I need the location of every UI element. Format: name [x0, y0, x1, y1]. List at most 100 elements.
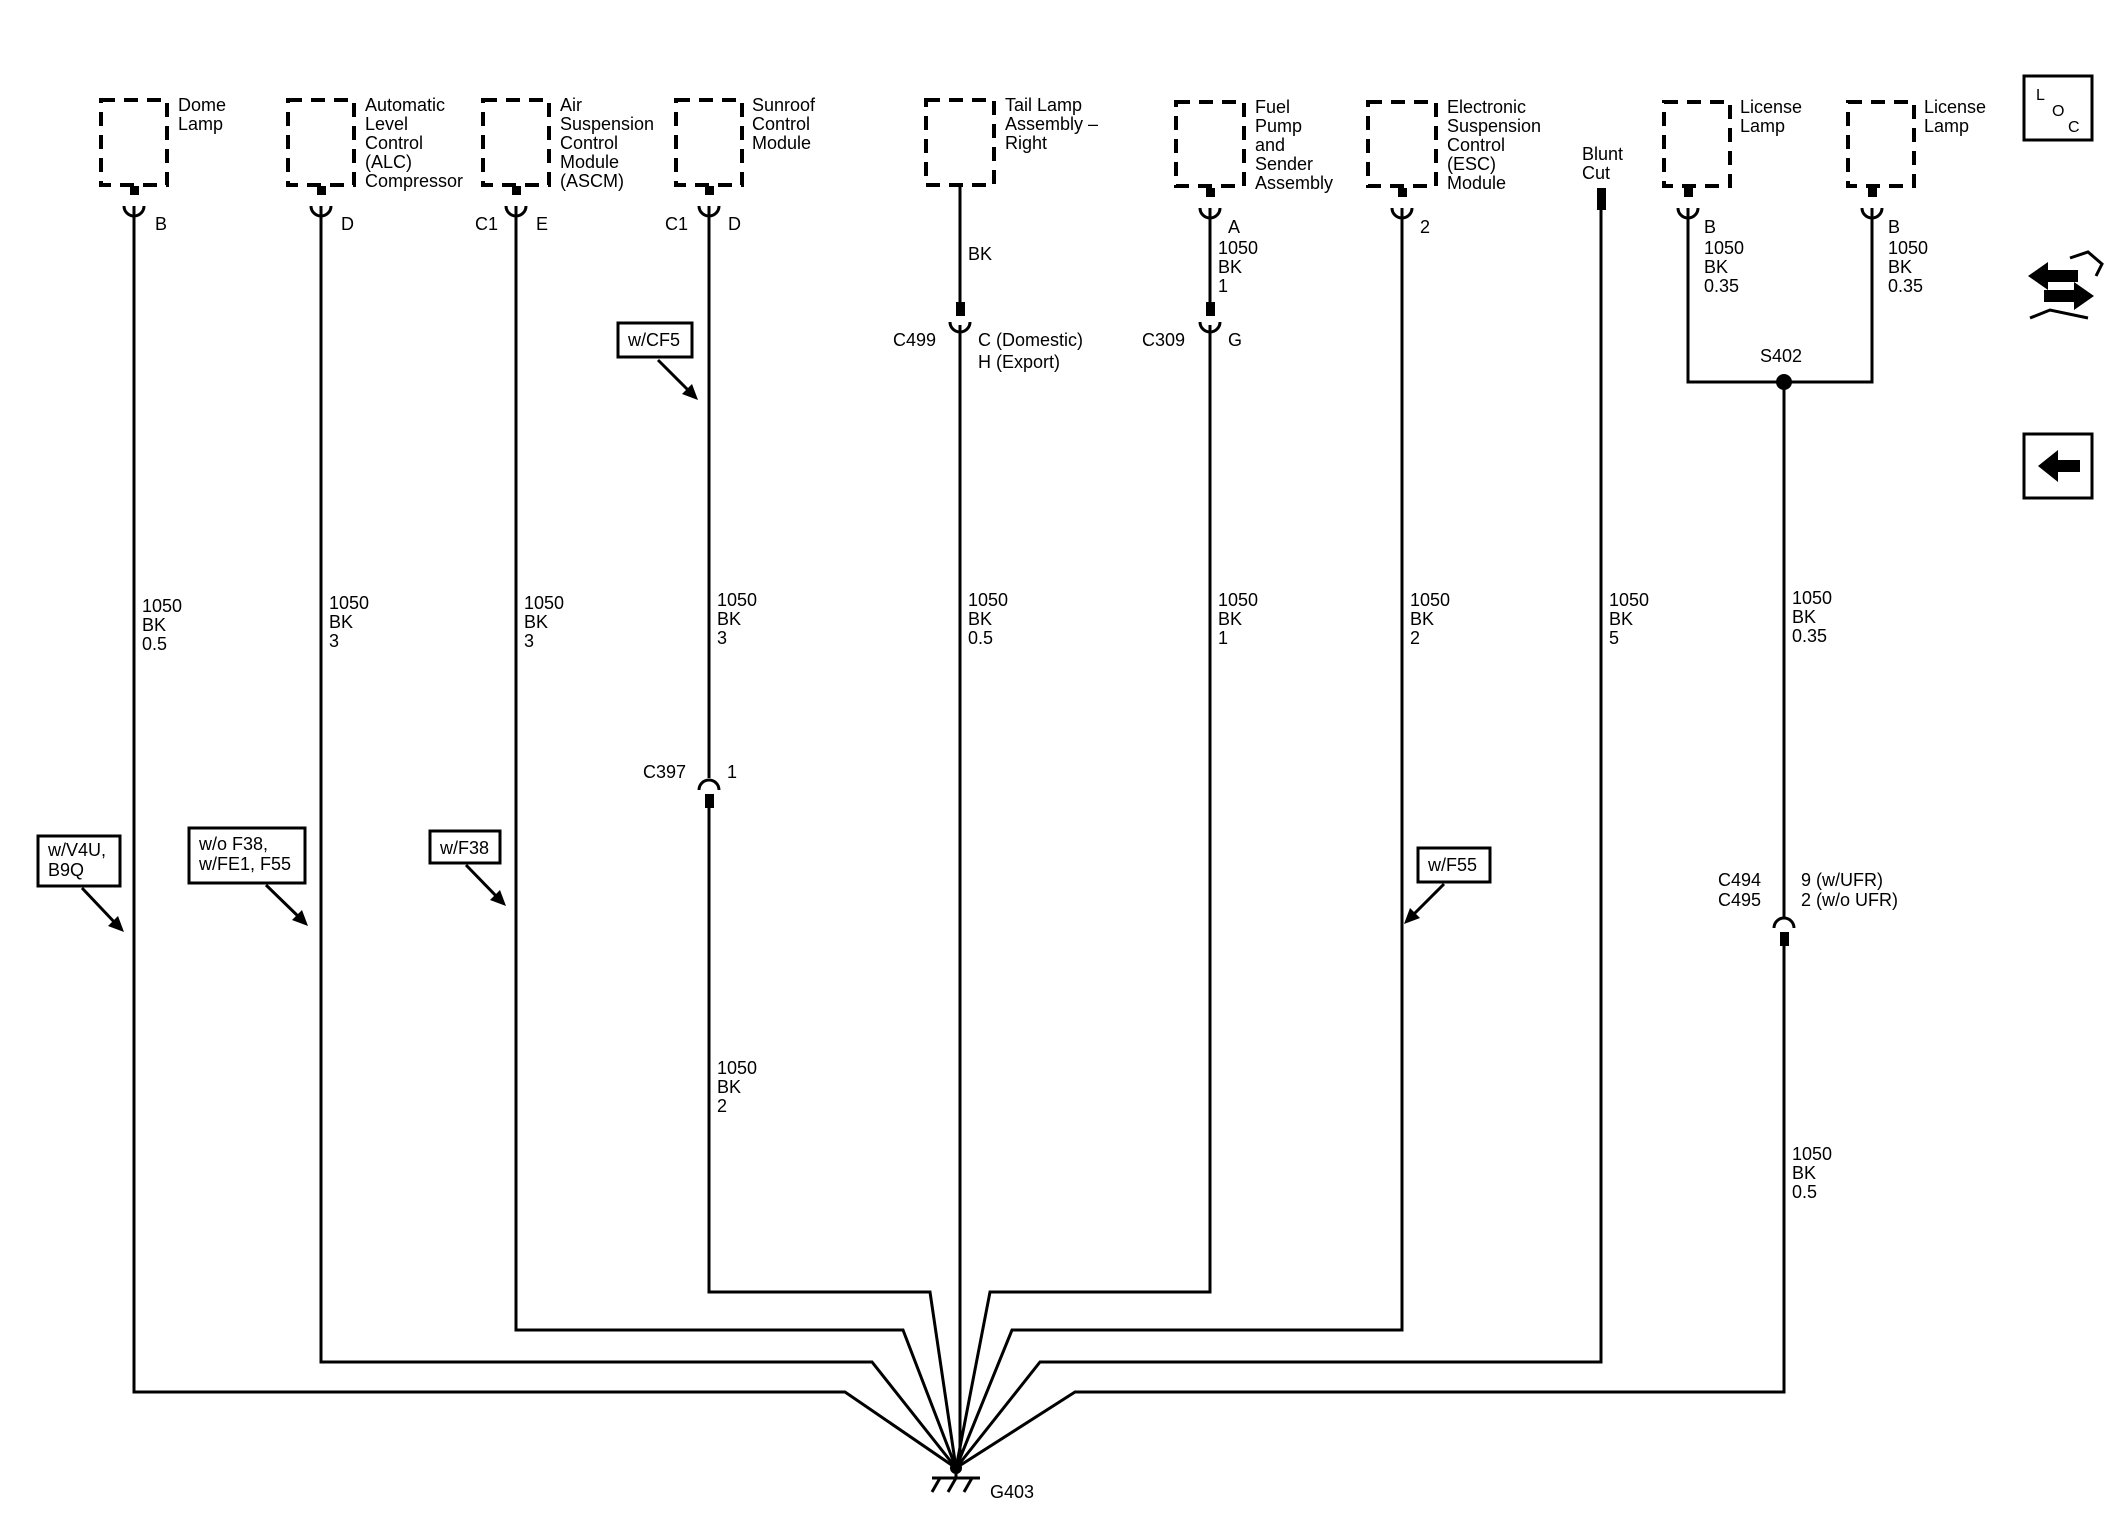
alc-label-1: Automatic: [365, 95, 445, 115]
option-without-f38-line-1: w/o F38,: [198, 834, 268, 854]
c309-pin: G: [1228, 330, 1242, 350]
license-wire-mid-circuit: 1050: [1792, 588, 1832, 608]
esc-label-4: (ESC): [1447, 154, 1496, 174]
sunroof-wire-upper-size: 3: [717, 628, 727, 648]
esc-module-component: Electronic Suspension Control (ESC) Modu…: [1366, 97, 1541, 193]
alc-label-3: Control: [365, 133, 423, 153]
dome-wire-circuit: 1050: [142, 596, 182, 616]
ascm-label-4: Module: [560, 152, 619, 172]
fuel-label-3: and: [1255, 135, 1285, 155]
dome-lamp-label-1: Dome: [178, 95, 226, 115]
fuel-label-4: Sender: [1255, 154, 1313, 174]
fuel-wire-upper-size: 1: [1218, 276, 1228, 296]
pin-esc-2: 2: [1420, 217, 1430, 237]
fuel-label-1: Fuel: [1255, 97, 1290, 117]
esc-label-3: Control: [1447, 135, 1505, 155]
sunroof-label-3: Module: [752, 133, 811, 153]
fuel-wire-upper-color: BK: [1218, 257, 1242, 277]
c495-label: C495: [1718, 890, 1761, 910]
license-wire-mid-color: BK: [1792, 607, 1816, 627]
esc-wire-circuit: 1050: [1410, 590, 1450, 610]
c309-label: C309: [1142, 330, 1185, 350]
esc-label-1: Electronic: [1447, 97, 1526, 117]
option-without-f38-line-2: w/FE1, F55: [198, 854, 291, 874]
esc-wire: [954, 208, 1404, 1469]
pin-fuel-a: A: [1228, 217, 1240, 237]
tail-lamp-label-3: Right: [1005, 133, 1047, 153]
option-cf5-label: w/CF5: [627, 330, 680, 350]
loc-letter-l: L: [2036, 87, 2045, 104]
c499-pin-domestic: C (Domestic): [978, 330, 1083, 350]
fuel-wire-lower-color: BK: [1218, 609, 1242, 629]
option-f38: w/F38: [428, 829, 506, 906]
alc-wire: [319, 206, 958, 1469]
license-1-wire-size: 0.35: [1704, 276, 1739, 296]
option-cf5: w/CF5: [616, 321, 698, 400]
esc-label-2: Suspension: [1447, 116, 1541, 136]
loc-letter-c: C: [2068, 119, 2080, 136]
c494-label: C494: [1718, 870, 1761, 890]
tail-lamp-wire-upper-color: BK: [968, 244, 992, 264]
c397-label: C397: [643, 762, 686, 782]
fuel-wire-lower-size: 1: [1218, 628, 1228, 648]
c499-connector: C499 C (Domestic) H (Export): [893, 302, 1083, 372]
license-2-wire-size: 0.35: [1888, 276, 1923, 296]
wire-labels: 1050 BK 0.5 1050 BK 3 1050 BK 3 1050 BK …: [142, 238, 1928, 1202]
tail-lamp-wire-lower-size: 0.5: [968, 628, 993, 648]
pin-sunroof-c1: C1: [665, 214, 688, 234]
loc-button[interactable]: L O C: [2022, 74, 2094, 142]
dome-wire: [132, 206, 957, 1470]
alc-label-4: (ALC): [365, 152, 412, 172]
loc-letter-o: O: [2052, 103, 2064, 120]
ascm-wire: [514, 206, 958, 1469]
fuel-label-5: Assembly: [1255, 173, 1333, 193]
blunt-cut-wire: [954, 210, 1603, 1469]
c495-pin: 2 (w/o UFR): [1801, 890, 1898, 910]
sunroof-wire-lower-color: BK: [717, 1077, 741, 1097]
alc-wire-color: BK: [329, 612, 353, 632]
s402-splice: S402: [1760, 346, 1802, 390]
ascm-component: Air Suspension Control Module (ASCM): [481, 95, 654, 191]
sunroof-wire-upper-color: BK: [717, 609, 741, 629]
license-1-wire-color: BK: [1704, 257, 1728, 277]
alc-label-2: Level: [365, 114, 408, 134]
license-lamp-2-component: License Lamp: [1846, 97, 1986, 188]
license-lamp-2-label-2: Lamp: [1924, 116, 1969, 136]
tail-lamp-label-2: Assembly –: [1005, 114, 1098, 134]
option-without-f38: w/o F38, w/FE1, F55: [187, 826, 308, 926]
option-v4u-line-1: w/V4U,: [47, 840, 106, 860]
dome-wire-size: 0.5: [142, 634, 167, 654]
sunroof-label-2: Control: [752, 114, 810, 134]
sunroof-wire-lower-size: 2: [717, 1096, 727, 1116]
fuel-wire-lower: [954, 325, 1212, 1469]
alc-wire-circuit: 1050: [329, 593, 369, 613]
tail-lamp-wire-lower-color: BK: [968, 609, 992, 629]
sunroof-wire-upper-circuit: 1050: [717, 590, 757, 610]
alc-compressor-component: Automatic Level Control (ALC) Compressor: [286, 95, 463, 191]
back-arrow-button[interactable]: [2022, 432, 2094, 500]
inline-connectors: C499 C (Domestic) H (Export) C309 G C397…: [643, 302, 1898, 946]
option-f55: w/F55: [1404, 846, 1492, 924]
blunt-cut: Blunt Cut: [1582, 144, 1623, 210]
license-wire-lower: [955, 938, 1786, 1470]
license-lamp-2-wire: [1784, 208, 1874, 384]
ascm-label-1: Air: [560, 95, 582, 115]
esc-label-5: Module: [1447, 173, 1506, 193]
fuel-pump-component: Fuel Pump and Sender Assembly: [1174, 97, 1333, 193]
tail-lamp-label-1: Tail Lamp: [1005, 95, 1082, 115]
fuel-label-2: Pump: [1255, 116, 1302, 136]
pin-ascm-c1: C1: [475, 214, 498, 234]
license-2-wire-color: BK: [1888, 257, 1912, 277]
s402-label: S402: [1760, 346, 1802, 366]
option-f38-label: w/F38: [439, 838, 489, 858]
c397-pin: 1: [727, 762, 737, 782]
c397-connector: C397 1: [643, 762, 737, 808]
license-wire-lower-size: 0.5: [1792, 1182, 1817, 1202]
pin-license-2-b: B: [1888, 217, 1900, 237]
dome-lamp-label-2: Lamp: [178, 114, 223, 134]
alc-wire-size: 3: [329, 631, 339, 651]
c499-label: C499: [893, 330, 936, 350]
ascm-label-2: Suspension: [560, 114, 654, 134]
connector-swap-icon[interactable]: [2028, 250, 2104, 320]
